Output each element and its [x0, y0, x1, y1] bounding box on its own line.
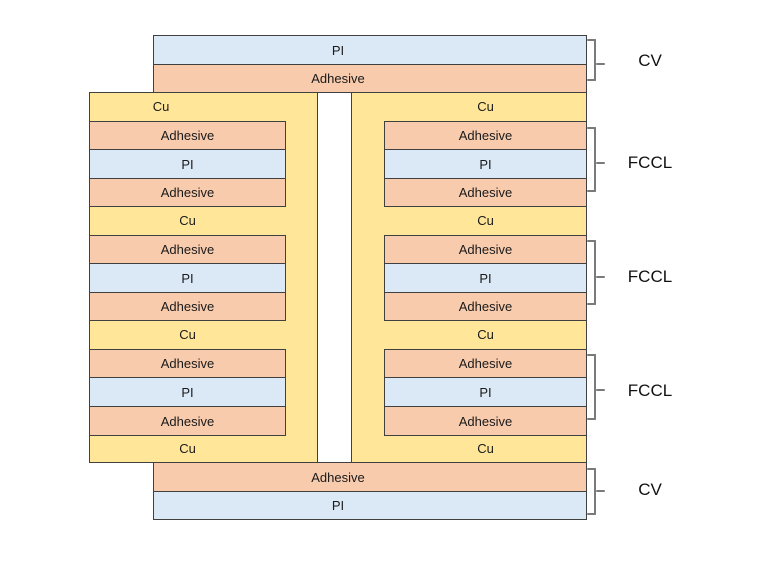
core-right-adhesive-layer: Adhesive: [384, 349, 587, 378]
annotation-label-cv: CV: [638, 480, 662, 499]
annotation-label-cv: CV: [638, 51, 662, 70]
bracket-mid-tick: [596, 490, 605, 492]
bracket-top-tick: [587, 240, 596, 242]
core-left-adhesive-layer: Adhesive: [89, 406, 286, 436]
core-right-cu-label: Cu: [477, 213, 494, 228]
core-left-cu-label: Cu: [179, 213, 196, 228]
cover-bottom-pi-layer: PI: [153, 491, 587, 520]
core-right-adhesive-layer: Adhesive: [384, 178, 587, 207]
bracket-bottom-tick: [587, 79, 596, 81]
core-left-cu-label: Cu: [179, 327, 196, 342]
annotation-label-fccl: FCCL: [627, 153, 673, 172]
core-right-adhesive-layer: Adhesive: [384, 121, 587, 150]
bracket-mid-tick: [596, 162, 605, 164]
core-right-cu-label: Cu: [477, 441, 494, 456]
core-right-pi-layer: PI: [384, 377, 587, 407]
bracket-mid-tick: [596, 63, 605, 65]
bracket-bottom-tick: [587, 303, 596, 305]
annotation-label-fccl: FCCL: [627, 381, 673, 400]
bracket-top-tick: [587, 127, 596, 129]
bracket-bottom-tick: [587, 513, 596, 515]
core-left-adhesive-layer: Adhesive: [89, 349, 286, 378]
core-right-pi-layer: PI: [384, 149, 587, 179]
annotation-label-fccl: FCCL: [627, 267, 673, 286]
cover-bottom-adhesive-layer: Adhesive: [153, 462, 587, 492]
core-right-adhesive-layer: Adhesive: [384, 235, 587, 264]
core-right-cu-label: Cu: [477, 99, 494, 114]
core-left-adhesive-layer: Adhesive: [89, 121, 286, 150]
core-left-adhesive-layer: Adhesive: [89, 178, 286, 207]
core-left-pi-layer: PI: [89, 263, 286, 293]
bracket-bottom-tick: [587, 418, 596, 420]
bracket-mid-tick: [596, 276, 605, 278]
core-right-adhesive-layer: Adhesive: [384, 292, 587, 321]
bracket-top-tick: [587, 39, 596, 41]
bracket-top-tick: [587, 468, 596, 470]
core-left-pi-layer: PI: [89, 377, 286, 407]
core-right-adhesive-layer: Adhesive: [384, 406, 587, 436]
core-right-pi-layer: PI: [384, 263, 587, 293]
bracket-spine: [594, 240, 596, 305]
bracket-spine: [594, 468, 596, 515]
core-left-pi-layer: PI: [89, 149, 286, 179]
core-left-adhesive-layer: Adhesive: [89, 235, 286, 264]
bracket-mid-tick: [596, 389, 605, 391]
bracket-spine: [594, 39, 596, 81]
core-right-cu-label: Cu: [477, 327, 494, 342]
bracket-spine: [594, 127, 596, 192]
cover-top-adhesive-layer: Adhesive: [153, 64, 587, 93]
bracket-bottom-tick: [587, 190, 596, 192]
core-left-cu-label: Cu: [179, 441, 196, 456]
core-left-cu-label: Cu: [152, 99, 170, 114]
cover-top-pi-layer: PI: [153, 35, 587, 65]
bracket-spine: [594, 354, 596, 420]
core-left-adhesive-layer: Adhesive: [89, 292, 286, 321]
bracket-top-tick: [587, 354, 596, 356]
